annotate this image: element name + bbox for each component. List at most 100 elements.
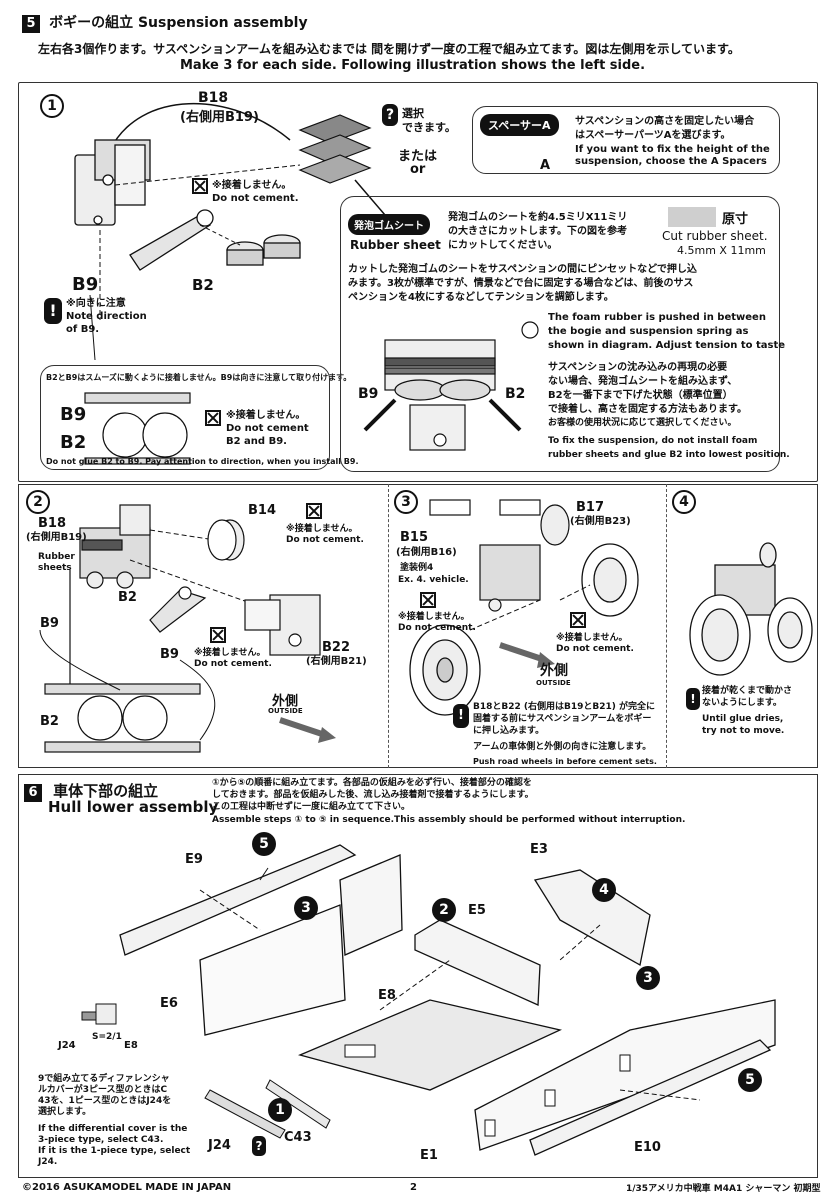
label-c43: C43 [284, 1130, 312, 1145]
warn-jp4: アームの車体側と外側の向きに注意します。 [473, 742, 652, 752]
label-s-ratio: S=2/1 [92, 1032, 122, 1042]
section6-title-en: Hull lower assembly [48, 798, 219, 816]
rubber-jp1: 発泡ゴムのシートを約4.5ミリX11ミリ [448, 212, 628, 223]
dry-en2: try not to move. [702, 726, 785, 736]
dry-jp1: 接着が乾くまで動かさ [702, 686, 793, 696]
label-b2: B2 [192, 276, 214, 294]
label-step2-b9-2: B9 [160, 647, 179, 662]
label-e3: E3 [530, 842, 548, 857]
push-en2: the bogie and suspension spring as [548, 326, 749, 337]
choice-jp1: 選択 [402, 107, 424, 120]
label-j24: J24 [208, 1138, 231, 1153]
step2-nocement-jp-2: ※接着しません。 [194, 648, 266, 658]
order-4: 4 [592, 878, 616, 902]
actual-size-swatch [668, 207, 716, 227]
glue-en: Do not glue B2 to B9. Pay attention to d… [46, 457, 359, 466]
step3-nocement-jp-1: ※接着しません。 [398, 612, 470, 622]
label-b18: B18 [198, 90, 229, 106]
rubber-badge: 発泡ゴムシート [348, 214, 430, 235]
warn-jp2: 固着する前にサスペンションアームをボギー [473, 714, 652, 724]
step3-road-wheel-right [581, 543, 639, 617]
order-2: 2 [432, 898, 456, 922]
step2-b2-b9-diagram [44, 683, 201, 753]
rubber-sheet-box [340, 196, 780, 472]
step2-nocement-en-1: Do not cement. [286, 535, 364, 545]
step3-no-cement-icon-1 [420, 592, 436, 608]
spacer-jp2: はスペーサーパーツAを選びます。 [575, 130, 731, 141]
label-b2-small: B2 [60, 432, 87, 453]
s6-question-icon: ? [252, 1136, 266, 1156]
note-en1: Note direction [66, 311, 147, 322]
choice-jp2: できます。 [402, 121, 456, 134]
step3-outside-jp: 外側 [540, 663, 568, 679]
paint-en: Ex. 4. vehicle. [398, 575, 469, 585]
order-3a: 3 [294, 896, 318, 920]
spacer-en1: If you want to fix the height of the [575, 144, 770, 155]
label-step2-b9: B9 [40, 616, 59, 631]
diff-jp1: 9で組み立てるディファレンシャ [38, 1074, 170, 1084]
intro-jp: 左右各3個作ります。サスペンションアームを組み込むまでは 間を開けず一度の工程で… [38, 42, 740, 56]
label-step2-b2-bottom: B2 [40, 714, 59, 729]
step-6-number: 6 [24, 784, 42, 802]
step2-nocement-jp-1: ※接着しません。 [286, 524, 358, 534]
rubber-sheet-stack [298, 114, 372, 184]
push-jp3: ペンションを4枚にするなどしてテンションを調節します。 [348, 292, 614, 303]
s6-note-jp2: しておきます。部品を仮組みした後、流し込み接着剤で接着するようにします。 [212, 790, 534, 800]
spacer-jp1: サスペンションの高さを固定したい場合 [575, 116, 755, 127]
rubber-label-2: sheets [38, 563, 72, 573]
step2-no-cement-icon-1 [306, 503, 322, 519]
bogie-b18-illustration [74, 139, 151, 226]
order-5b: 5 [738, 1068, 762, 1092]
dry-en1: Until glue dries, [702, 714, 784, 724]
paint-jp: 塗装例4 [400, 563, 434, 573]
e5-part [414, 919, 541, 1006]
label-e5: E5 [468, 903, 486, 918]
step3-bogie-illustration [429, 499, 570, 612]
e3-part [533, 869, 651, 967]
footer-right: 1/35アメリカ中戦車 M4A1 シャーマン 初期型 [626, 1184, 821, 1194]
or-jp: または [398, 149, 438, 164]
step-number: 5 [22, 15, 40, 33]
rubber-en: Rubber sheet [350, 238, 441, 252]
label-b22-alt: (右側用B21) [306, 656, 367, 667]
label-step2-b2: B2 [118, 590, 137, 605]
step3-outside-en: OUTSIDE [536, 679, 571, 687]
dry-jp2: ないようにします。 [702, 698, 782, 708]
footer-copyright: ©2016 ASUKAMODEL MADE IN JAPAN [22, 1182, 232, 1193]
sub-step-1: 1 [40, 94, 64, 118]
or-en: or [410, 162, 426, 177]
e6-part [199, 904, 346, 1036]
intro-en: Make 3 for each side. Following illustra… [180, 58, 645, 73]
rubber-jp2: の大きさにカットします。下の図を参考 [448, 226, 627, 237]
intro-en-1: Make 3 for each side. Following illustra… [180, 58, 547, 73]
e9-part [119, 844, 357, 956]
step4-warning-icon: ! [686, 688, 700, 710]
label-step2-b18: B18 [38, 516, 66, 531]
diff-en3: If it is the 1-piece type, select [38, 1146, 191, 1156]
label-e9: E9 [185, 852, 203, 867]
actual-size: 原寸 [722, 212, 749, 227]
label-b17-alt: (右側用B23) [570, 516, 631, 527]
bogie-with-rubber-illustration [363, 321, 539, 451]
label-b9-rubber: B9 [358, 386, 379, 402]
label-e1: E1 [420, 1148, 438, 1163]
spacer-badge: スペーサーA [480, 114, 559, 136]
order-3b: 3 [636, 966, 660, 990]
label-step2-b18-alt: (右側用B19) [26, 532, 87, 543]
step-4-number: 4 [672, 490, 696, 514]
note-jp: ※向きに注意 [66, 298, 126, 309]
step2-nocement-en-2: Do not cement. [194, 659, 272, 669]
order-1: 1 [268, 1098, 292, 1122]
section5-frame [18, 82, 818, 482]
b2-b9-diagram [84, 392, 191, 465]
label-e10: E10 [634, 1140, 661, 1155]
fix-jp3: B2を一番下まで下げた状態（標準位置） [548, 390, 733, 401]
fix-en2: rubber sheets and glue B2 into lowest po… [548, 450, 790, 460]
step3-nocement-jp-2: ※接着しません。 [556, 633, 628, 643]
diff-jp4: 選択します。 [38, 1107, 92, 1117]
fix-en1: To fix the suspension, do not install fo… [548, 436, 758, 446]
spring-b2-illustration [226, 234, 301, 266]
spacer-en2: suspension, choose the A Spacers [575, 156, 767, 167]
